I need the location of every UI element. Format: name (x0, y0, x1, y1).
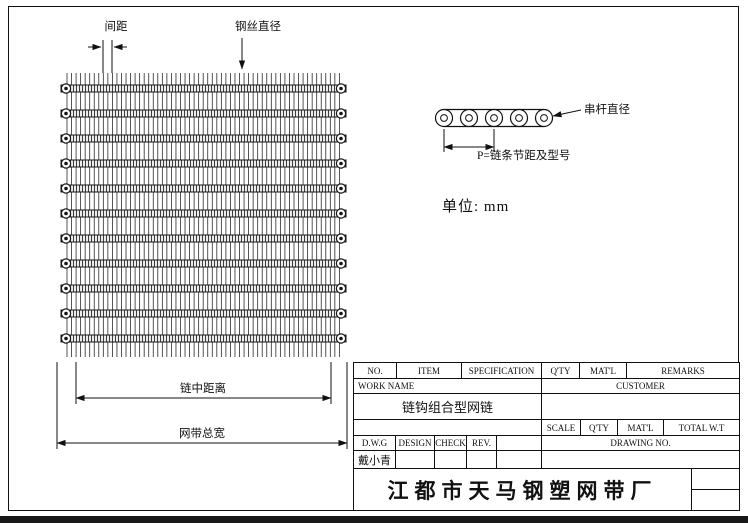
tb-designer-name: 戴小青 (354, 451, 396, 468)
tb-company-name: 江都市天马钢塑网带厂 (354, 469, 692, 510)
tb-corner-cell-top (692, 469, 739, 490)
title-block: NO. ITEM SPECIFICATION Q'TY MAT'L REMARK… (353, 362, 740, 511)
mesh-rods-and-chain-links (60, 83, 347, 344)
tb-scale-label: SCALE (542, 420, 581, 435)
tb-designer-row: 戴小青 (354, 451, 739, 469)
chain-center-distance-label: 链中距离 (180, 383, 226, 395)
tb-no-header: NO. (354, 363, 397, 378)
chain-rollers (434, 108, 554, 128)
tb-matl-header: MAT'L (580, 363, 627, 378)
tb-work-name-label: WORK NAME (354, 379, 542, 393)
tb-qty-label: Q'TY (581, 420, 618, 435)
tb-check-label: CHECK (435, 436, 467, 450)
tb-header-row: NO. ITEM SPECIFICATION Q'TY MAT'L REMARK… (354, 363, 739, 379)
tb-blank-cell (435, 451, 467, 468)
dimension-lines (56, 38, 582, 449)
tb-blank-cell (497, 436, 542, 450)
chain-pitch-label: P=链条节距及型号 (477, 150, 571, 162)
tb-blank-cell (354, 420, 542, 435)
rod-diameter-label: 串杆直径 (584, 104, 630, 116)
tb-corner-cells (692, 469, 739, 510)
tb-drawing-no-value (542, 451, 739, 468)
tb-workname-customer-row: WORK NAME CUSTOMER (354, 379, 739, 394)
tb-drawing-no-label: DRAWING NO. (610, 438, 671, 448)
tb-scale-row: SCALE Q'TY MAT'L TOTAL W.T (354, 420, 739, 436)
tb-design-label: DESIGN (396, 436, 435, 450)
tb-blank-cell (497, 451, 542, 468)
belt-total-width-label: 网带总宽 (179, 428, 225, 440)
pitch-label: 间距 (104, 21, 128, 33)
tb-specification-header: SPECIFICATION (462, 363, 542, 378)
tb-workname-value-row: 链钩组合型网链 (354, 394, 739, 420)
tb-total-wt-label: TOTAL W.T (678, 422, 725, 433)
wire-diameter-label: 钢丝直径 (235, 21, 281, 33)
tb-dwg-label: D.W.G (354, 436, 396, 450)
tb-customer-label: CUSTOMER (616, 381, 665, 391)
unit-note: 单位: mm (442, 199, 510, 215)
tb-qty-header: Q'TY (542, 363, 580, 378)
tb-work-name-value: 链钩组合型网链 (354, 394, 542, 419)
tb-blank-cell (467, 451, 497, 468)
tb-rev-label: REV. (467, 436, 497, 450)
tb-customer-value (542, 394, 739, 419)
tb-item-header: ITEM (397, 363, 462, 378)
tb-remarks-header: REMARKS (661, 365, 705, 376)
tb-corner-cell-bottom (692, 490, 739, 510)
tb-matl-label: MAT'L (618, 420, 664, 435)
chain-detail (434, 108, 554, 128)
tb-blank-cell (396, 451, 435, 468)
tb-company-row: 江都市天马钢塑网带厂 (354, 469, 739, 510)
tb-dwg-row: D.W.G DESIGN CHECK REV. DRAWING NO. (354, 436, 739, 451)
scan-edge-artifact (0, 516, 748, 523)
